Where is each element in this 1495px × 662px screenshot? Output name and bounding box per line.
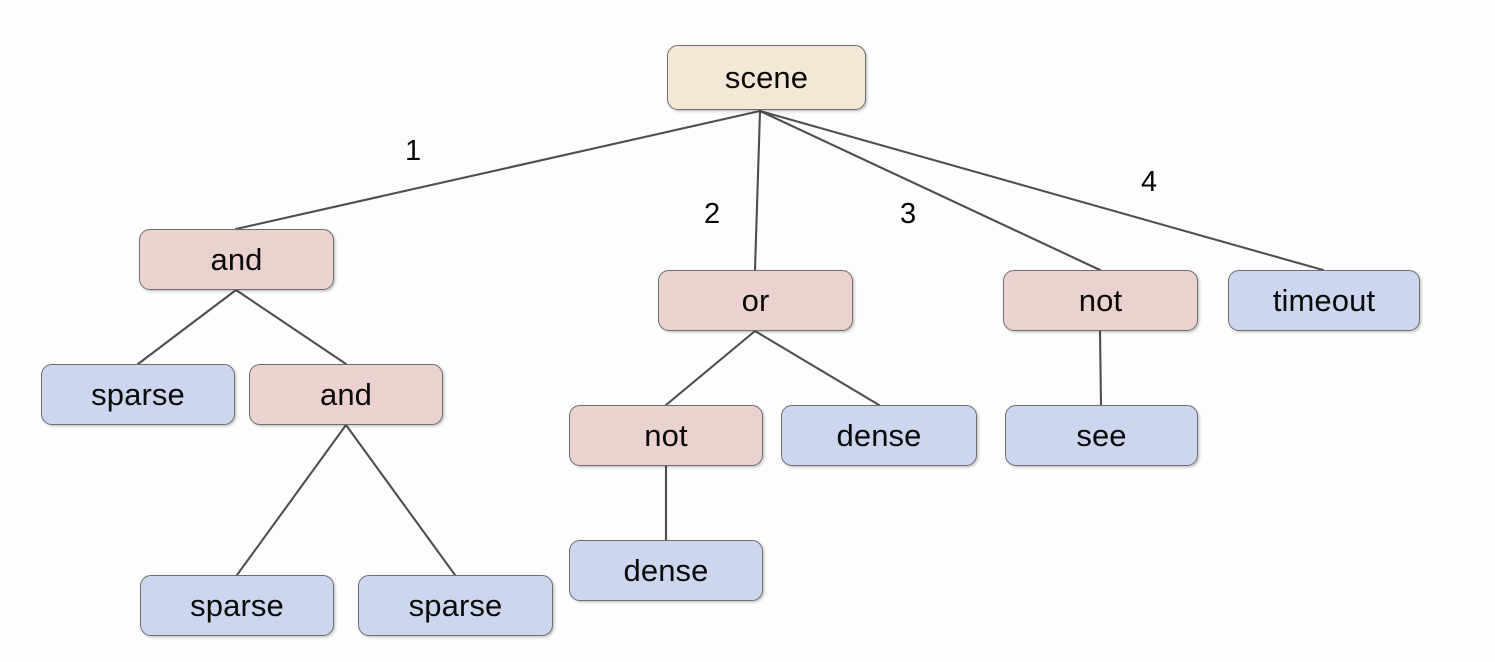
edge-scene-to-or1: [753, 109, 762, 272]
edge-label-4: 4: [1141, 166, 1158, 198]
node-label: sparse: [91, 377, 185, 412]
node-sparse2[interactable]: sparse: [140, 575, 334, 636]
node-not1[interactable]: not: [1003, 270, 1198, 331]
node-label: sparse: [190, 588, 284, 623]
node-label: and: [210, 242, 263, 277]
node-dense2[interactable]: dense: [569, 540, 763, 601]
node-label: see: [1076, 418, 1127, 453]
node-scene[interactable]: scene: [667, 45, 866, 110]
node-sparse1[interactable]: sparse: [41, 364, 235, 425]
edge-label-3: 3: [900, 198, 917, 230]
edge-scene-to-not1: [758, 109, 1102, 272]
edge-not1-to-see1: [1098, 329, 1103, 407]
node-label: dense: [623, 553, 709, 588]
node-not2[interactable]: not: [569, 405, 763, 466]
node-label: scene: [724, 60, 809, 95]
edge-or1-to-not2: [664, 329, 757, 407]
edge-label-2: 2: [704, 198, 721, 230]
node-label: timeout: [1272, 283, 1376, 318]
node-label: not: [1078, 283, 1123, 318]
edge-and2-to-sparse2: [235, 423, 348, 577]
node-label: and: [319, 377, 373, 412]
edge-scene-to-timeout1: [758, 109, 1325, 272]
edge-and1-to-and2: [234, 288, 348, 366]
node-label: dense: [836, 418, 922, 453]
node-dense1[interactable]: dense: [781, 405, 977, 466]
edge-label-1: 1: [405, 135, 422, 167]
node-label: or: [741, 283, 770, 318]
node-sparse3[interactable]: sparse: [358, 575, 553, 636]
edge-and2-to-sparse3: [344, 423, 457, 577]
node-and1[interactable]: and: [139, 229, 334, 290]
node-see1[interactable]: see: [1005, 405, 1198, 466]
node-label: not: [644, 418, 688, 453]
edge-and1-to-sparse1: [136, 288, 238, 366]
node-and2[interactable]: and: [249, 364, 443, 425]
edge-or1-to-dense1: [753, 329, 881, 407]
node-timeout1[interactable]: timeout: [1228, 270, 1420, 331]
node-label: sparse: [408, 588, 503, 623]
node-or1[interactable]: or: [658, 270, 853, 331]
edge-scene-to-and1: [234, 109, 762, 231]
